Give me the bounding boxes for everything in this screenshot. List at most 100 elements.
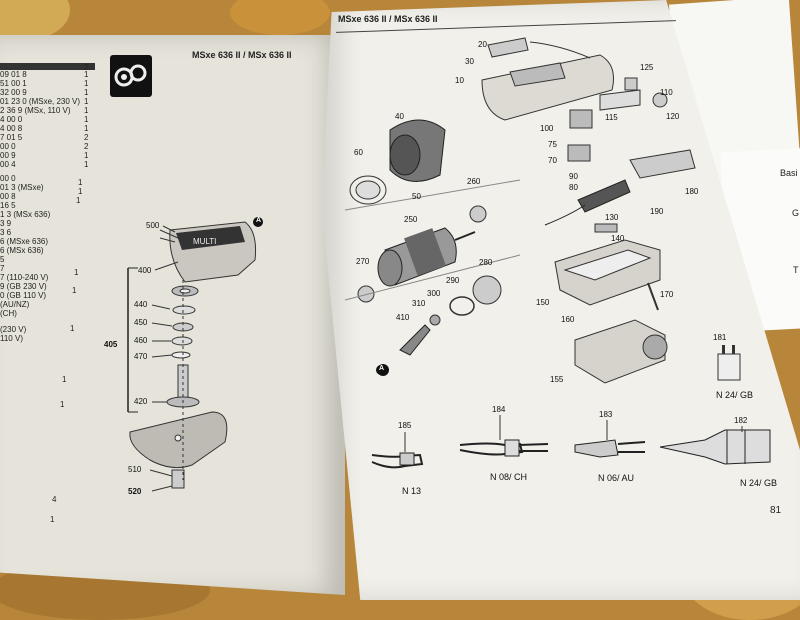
parts-list-item: 32 00 9 [0,88,27,97]
callout-130: 130 [605,213,619,222]
callout-80: 80 [569,183,578,192]
callout-90: 90 [569,172,578,181]
callout-250: 250 [404,215,418,224]
callout-500: 500 [146,221,160,230]
parts-list-item: 00 8 [0,192,16,201]
callout-100: 100 [540,124,554,133]
plug-label: N 13 [402,486,422,496]
right-exploded-diagram [344,37,771,469]
qty-item: 1 [84,151,89,160]
callout-10: 10 [455,76,464,85]
callout-40: 40 [395,112,404,121]
qty-item: 1 [74,268,79,277]
callout-420: 420 [134,397,148,406]
callout-410: 410 [396,313,410,322]
qty-item: 2 [84,133,89,142]
plug-label: N 06/ AU [598,473,635,483]
parts-list-item: 3 6 [0,228,12,237]
callout-150: 150 [536,298,550,307]
callout-181: 181 [713,333,727,342]
page-number: 81 [770,505,782,516]
plug-label: N 08/ CH [490,472,528,482]
right-page-header: MSxe 636 II / MSx 636 II [338,14,438,24]
left-page-header: MSxe 636 II / MSx 636 II [192,50,292,60]
callout-70: 70 [548,156,557,165]
callout-300: 300 [427,289,441,298]
callout-160: 160 [561,315,575,324]
parts-list-item: 09 01 8 [0,70,27,79]
parts-list-item: 1 3 (MSx 636) [0,210,51,219]
callout-140: 140 [611,234,625,243]
callout-280: 280 [479,258,493,267]
qty-item: 1 [84,160,89,169]
qty-item: 1 [84,88,89,97]
parts-list-item: 51 00 1 [0,79,27,88]
parts-list-item: 0 (GB 110 V) [0,291,47,300]
qty-item: 2 [84,142,89,151]
marker-a-right: A [379,365,385,372]
sheet-text-3: T [793,265,799,275]
callout-30: 30 [465,57,474,66]
callout-450: 450 [134,318,148,327]
parts-list-item: 01 23 0 (MSxe, 230 V) [0,97,81,106]
plug-num: 183 [599,410,613,419]
callout-460: 460 [134,336,148,345]
callout-470: 470 [134,352,148,361]
product-logo [110,55,152,97]
parts-list-item: 00 0 [0,174,16,183]
callout-260: 260 [467,177,481,186]
parts-list-item: 7 (110-240 V) [0,273,49,282]
callout-155: 155 [550,375,564,384]
qty-item: 1 [84,79,89,88]
qty-item: 1 [70,324,75,333]
parts-list-item: 110 V) [0,334,23,343]
qty-item: 1 [72,286,77,295]
qty-item: 1 [84,106,89,115]
parts-list-item: 9 (GB 230 V) [0,282,47,291]
callout-115: 115 [605,113,618,122]
callout-510: 510 [128,465,142,474]
callout-75: 75 [548,140,557,149]
parts-list-item: 00 9 [0,151,16,160]
plug-181-label: N 24/ GB [716,390,754,400]
parts-table-header-bar [0,63,95,70]
callout-125: 125 [640,63,654,72]
qty-item: 1 [84,124,89,133]
callout-520: 520 [128,487,142,496]
sheet-text-2: G [792,208,800,218]
svg-text:MULTI: MULTI [193,237,216,246]
qty-item: 1 [50,515,55,524]
parts-list-item: 4 00 0 [0,115,23,124]
marker-a-left: A [256,217,262,224]
qty-item: 1 [62,375,67,384]
callout-180: 180 [685,187,699,196]
qty-item: 1 [78,178,83,187]
qty-item: 1 [84,70,89,79]
qty-item: 1 [76,196,81,205]
callout-110: 110 [660,88,673,97]
parts-list-item: 7 [0,264,5,273]
plug-label: N 24/ GB [740,478,778,488]
callout-440: 440 [134,300,148,309]
qty-item: 2 [84,63,89,72]
parts-list-item: 3 9 [0,219,12,228]
callout-405: 405 [104,340,118,349]
callout-20: 20 [478,40,487,49]
parts-list-item: 2 36 9 (MSx, 110 V) [0,106,71,115]
plug-num: 182 [734,416,748,425]
qty-item: 1 [60,400,65,409]
left-page [0,35,345,595]
parts-list-item: 00 0 [0,142,16,151]
parts-list-item: (CH) [0,309,17,318]
qty-item: 1 [84,115,89,124]
callout-120: 120 [666,112,680,121]
plug-num: 184 [492,405,506,414]
gear-icon [114,64,147,87]
parts-list-item: 16 5 [0,201,16,210]
parts-list-item: (230 V) [0,325,27,334]
qty-item: 1 [84,97,89,106]
callout-60: 60 [354,148,363,157]
callout-190: 190 [650,207,664,216]
plug-num: 185 [398,421,412,430]
callout-170: 170 [660,290,674,299]
